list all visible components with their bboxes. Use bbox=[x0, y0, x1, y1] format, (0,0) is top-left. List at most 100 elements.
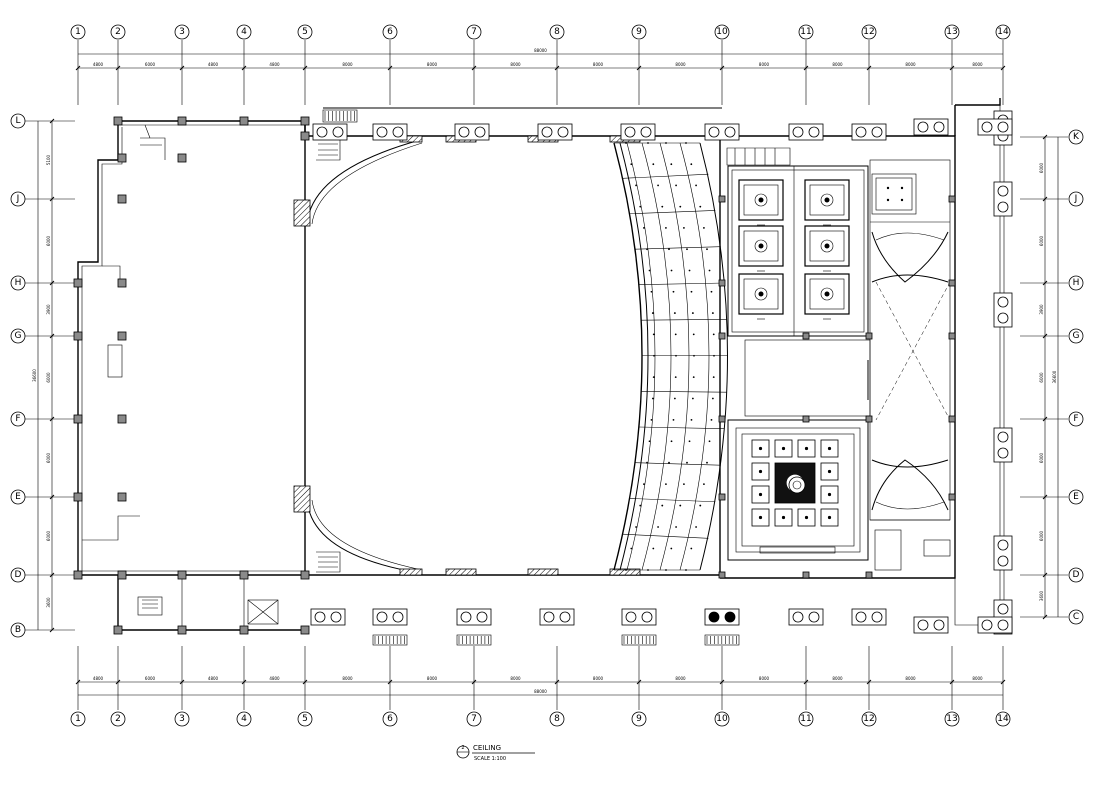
bottom-dim-4: 8000 bbox=[342, 676, 353, 681]
grid-label-col-1-bottom: 1 bbox=[75, 714, 81, 724]
top-tick-2 bbox=[179, 65, 185, 71]
grid-label-col-14-top: 14 bbox=[997, 27, 1009, 37]
top-tick-8 bbox=[636, 65, 642, 71]
grid-label-col-6-top: 6 bbox=[387, 27, 393, 37]
fixture-top-1 bbox=[372, 123, 408, 141]
fixture-right-bottom-h-light-a bbox=[981, 619, 993, 631]
top-dim-7: 8000 bbox=[593, 62, 604, 67]
seat-row-divider-7 bbox=[641, 391, 727, 393]
seat-mark-3-5 bbox=[706, 248, 708, 251]
grid-label-row-K-right: K bbox=[1073, 132, 1080, 142]
ceiling-panels-north bbox=[738, 179, 850, 320]
drawing-title: CEILING bbox=[473, 744, 501, 752]
ceiling-panel-south-0-2 bbox=[797, 439, 816, 458]
ceiling-panel-south-0-2-dot bbox=[804, 446, 809, 451]
bottom-dim-9: 8000 bbox=[759, 676, 770, 681]
column-5 bbox=[177, 153, 187, 163]
seat-mark-3-16 bbox=[703, 483, 705, 486]
fixture-right-5-light-a bbox=[997, 603, 1009, 615]
bottom-tick-12 bbox=[949, 679, 955, 685]
title-block: 2 CEILING SCALE 1:100 bbox=[456, 744, 535, 762]
seat-mark-2-0 bbox=[665, 142, 667, 144]
ceiling-panel-north-4 bbox=[738, 273, 784, 320]
grid-bubble-col-12-bottom bbox=[861, 711, 877, 727]
ceiling-panel-south-3-2 bbox=[797, 508, 816, 527]
seat-mark-0-6 bbox=[648, 269, 651, 272]
ceiling-panel-south-1-0-dot bbox=[758, 469, 763, 474]
grid-bubble-col-5-top bbox=[297, 24, 313, 40]
top-dim-8: 8000 bbox=[675, 62, 686, 67]
top-dim-9: 8000 bbox=[759, 62, 770, 67]
seat-mark-3-20 bbox=[685, 569, 687, 571]
bottom-tick-4 bbox=[302, 679, 308, 685]
fixture-top-1-light-b bbox=[392, 126, 404, 138]
seat-row-divider-2 bbox=[629, 210, 716, 215]
grid-bubble-col-8-bottom bbox=[549, 711, 565, 727]
column-6 bbox=[117, 194, 127, 204]
seat-mark-1-11 bbox=[674, 376, 677, 379]
seat-mark-3-18 bbox=[695, 526, 697, 528]
ceiling-panel-north-0 bbox=[738, 179, 784, 226]
seat-mark-3-19 bbox=[690, 547, 693, 550]
grid-bubble-col-10-top bbox=[714, 24, 730, 40]
left-tick-7 bbox=[49, 627, 55, 633]
seat-mark-1-18 bbox=[657, 526, 659, 528]
ceiling-panel-south-2-3 bbox=[820, 485, 839, 504]
fixture-bottom-0-light-a bbox=[314, 611, 326, 623]
fixture-top-ne bbox=[913, 118, 949, 136]
seat-mark-1-7 bbox=[672, 290, 675, 293]
seat-mark-1-8 bbox=[673, 312, 676, 314]
grid-bubble-col-11-bottom bbox=[798, 711, 814, 727]
bottom-tick-10 bbox=[803, 679, 809, 685]
grid-bubble-col-12-top bbox=[861, 24, 877, 40]
fixture-right-bottom-h bbox=[977, 616, 1013, 634]
top-tick-1 bbox=[115, 65, 121, 71]
seat-mark-0-0 bbox=[625, 142, 627, 144]
grid-bubble-col-10-bottom bbox=[714, 711, 730, 727]
grid-bubble-col-7-bottom bbox=[466, 711, 482, 727]
seat-mark-0-1 bbox=[630, 163, 633, 166]
ceiling-panel-north-5-center bbox=[824, 291, 830, 297]
fixture-bottom-2 bbox=[456, 608, 492, 626]
right-dim-5: 6000 bbox=[1039, 530, 1044, 541]
fixture-right-4-light-b bbox=[997, 555, 1009, 567]
seat-mark-2-16 bbox=[683, 483, 685, 486]
bottom-dim-8: 8000 bbox=[675, 676, 686, 681]
fixture-bottom-1 bbox=[372, 608, 408, 626]
fixture-bottom-4-light-b bbox=[641, 611, 653, 623]
bottom-tick-13 bbox=[1000, 679, 1006, 685]
seat-mark-1-0 bbox=[647, 142, 649, 144]
fixture-bottom-6 bbox=[851, 608, 887, 626]
column-0 bbox=[113, 116, 123, 126]
right-dim-total: 36600 bbox=[1052, 370, 1057, 383]
column-2 bbox=[239, 116, 249, 126]
top-dim-2: 4800 bbox=[208, 62, 219, 67]
column-east-0 bbox=[718, 195, 726, 203]
fixture-bottom-dark-light-b bbox=[724, 611, 736, 623]
top-dim-4: 8000 bbox=[342, 62, 353, 67]
grid-bubble-row-B-left bbox=[10, 622, 26, 638]
grid-bubble-row-G-right bbox=[1068, 328, 1084, 344]
seat-row-divider-8 bbox=[638, 426, 725, 429]
ceiling-panel-south-3-0 bbox=[751, 508, 770, 527]
right-dim-6: 3600 bbox=[1039, 590, 1044, 601]
column-14 bbox=[117, 492, 127, 502]
fixture-right-1-light-b bbox=[997, 201, 1009, 213]
seat-row-divider-9 bbox=[634, 462, 721, 466]
column-east-9 bbox=[865, 415, 873, 423]
grid-bubble-col-4-top bbox=[236, 24, 252, 40]
fixture-right-3-light-b bbox=[997, 447, 1009, 459]
grid-label-row-F-left: F bbox=[15, 414, 20, 424]
ceiling-panel-south-2-3-dot bbox=[827, 492, 832, 497]
left-tick-3 bbox=[49, 333, 55, 339]
column-9 bbox=[73, 331, 83, 341]
grid-label-col-7-top: 7 bbox=[471, 27, 477, 37]
grid-bubble-col-2-top bbox=[110, 24, 126, 40]
fixture-top-1-light-a bbox=[376, 126, 388, 138]
seat-row-divider-3 bbox=[634, 246, 721, 250]
ceiling-panel-north-3-center bbox=[824, 243, 830, 249]
grid-bubble-row-G-left bbox=[10, 328, 26, 344]
building-outline bbox=[77, 98, 1005, 631]
seat-mark-1-3 bbox=[661, 205, 664, 208]
